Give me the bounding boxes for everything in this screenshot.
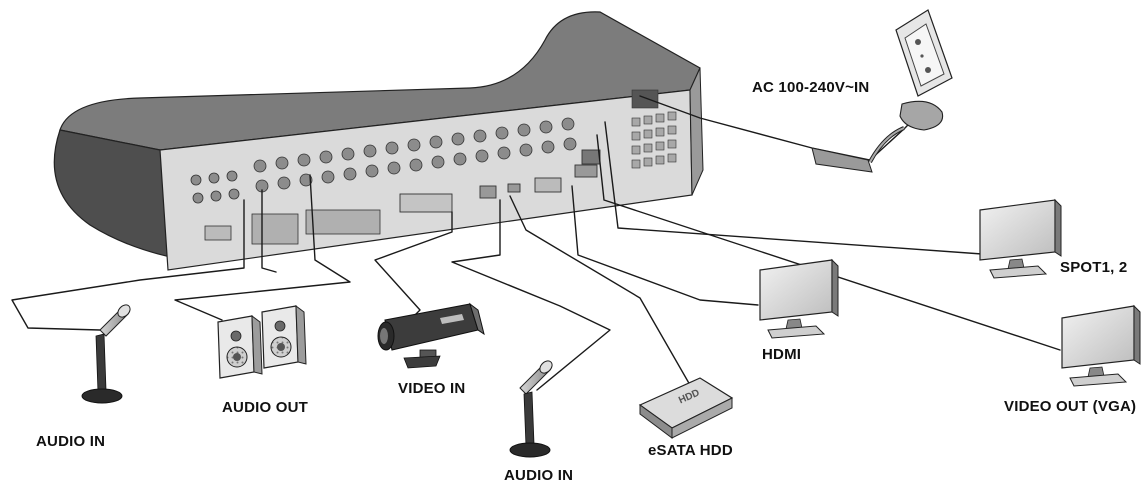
- label-audio-in-right: AUDIO IN: [504, 467, 573, 484]
- monitor-spot: [979, 198, 1062, 279]
- label-spot: SPOT1, 2: [1060, 259, 1127, 276]
- microphone-left: [81, 304, 131, 404]
- alarm-db-connector: [399, 193, 453, 213]
- cable-audio-in-right: [451, 199, 611, 391]
- power-plug: [811, 100, 944, 173]
- monitor-hdmi: [759, 258, 839, 339]
- label-esata-hdd: eSATA HDD: [648, 442, 733, 459]
- cable-vga: [596, 134, 1061, 351]
- cable-audio-in-left: [11, 199, 245, 331]
- label-video-out-vga: VIDEO OUT (VGA): [1004, 398, 1136, 415]
- cable-esata: [509, 195, 691, 386]
- label-hdmi: HDMI: [762, 346, 801, 363]
- dvr-top-cover: [59, 11, 701, 151]
- cable-audio-out: [174, 174, 351, 321]
- speaker-right: [261, 304, 307, 369]
- audio-connectors-left: [190, 170, 240, 241]
- label-audio-out: AUDIO OUT: [222, 399, 308, 416]
- cable-audio-out-2: [261, 189, 277, 273]
- bnc-connector-row-bottom: [255, 137, 577, 193]
- microphone-right: [509, 360, 553, 458]
- cable-spot: [604, 121, 983, 255]
- dvr-unit: [53, 11, 704, 271]
- bnc-connector-row-top: [253, 117, 575, 173]
- esata-hdd-device: HDD: [638, 377, 734, 439]
- video-camera: [377, 302, 485, 369]
- cable-hdmi: [571, 185, 759, 306]
- label-video-in: VIDEO IN: [398, 380, 465, 397]
- terminal-blocks: [251, 209, 381, 245]
- label-ac-in: AC 100-240V~IN: [752, 79, 869, 96]
- connection-cables: [11, 95, 1061, 391]
- label-audio-in-left: AUDIO IN: [36, 433, 105, 450]
- speaker-left: [217, 314, 263, 379]
- cable-video-in: [374, 211, 453, 316]
- monitor-vga: [1061, 304, 1141, 387]
- alarm-terminal-grid: [631, 89, 677, 169]
- dvr-right-end: [689, 67, 704, 196]
- power-outlet: [895, 9, 953, 97]
